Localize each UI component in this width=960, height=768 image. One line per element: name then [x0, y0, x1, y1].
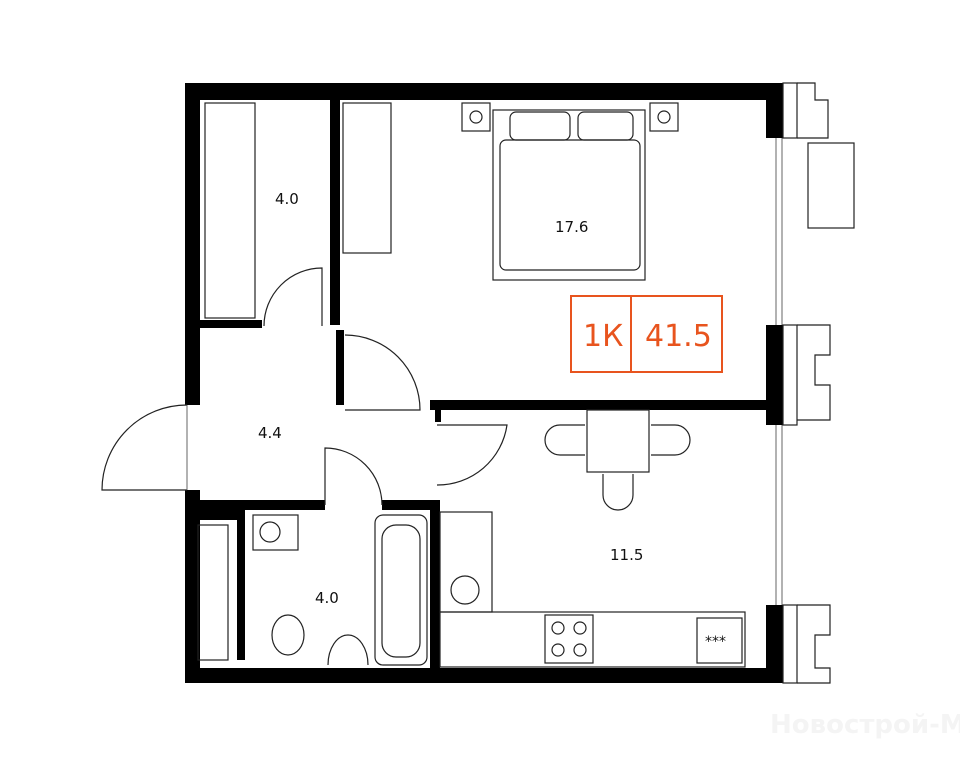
room-area-bathroom: 4.0: [315, 589, 339, 607]
room-area-bedroom: 17.6: [555, 218, 588, 236]
total-area: 41.5: [645, 319, 712, 354]
furniture: ***: [197, 102, 746, 668]
room-area-closet: 4.0: [275, 190, 299, 208]
room-area-hallway: 4.4: [258, 424, 282, 442]
doors: [101, 267, 508, 506]
watermark: Новострой-М: [770, 710, 960, 740]
walls: [185, 83, 783, 683]
room-count: 1К: [583, 319, 623, 354]
apartment-badge: 1К 41.5: [570, 295, 723, 373]
windows: [775, 82, 855, 684]
room-area-kitchen: 11.5: [610, 546, 643, 564]
svg-text:***: ***: [705, 634, 726, 650]
